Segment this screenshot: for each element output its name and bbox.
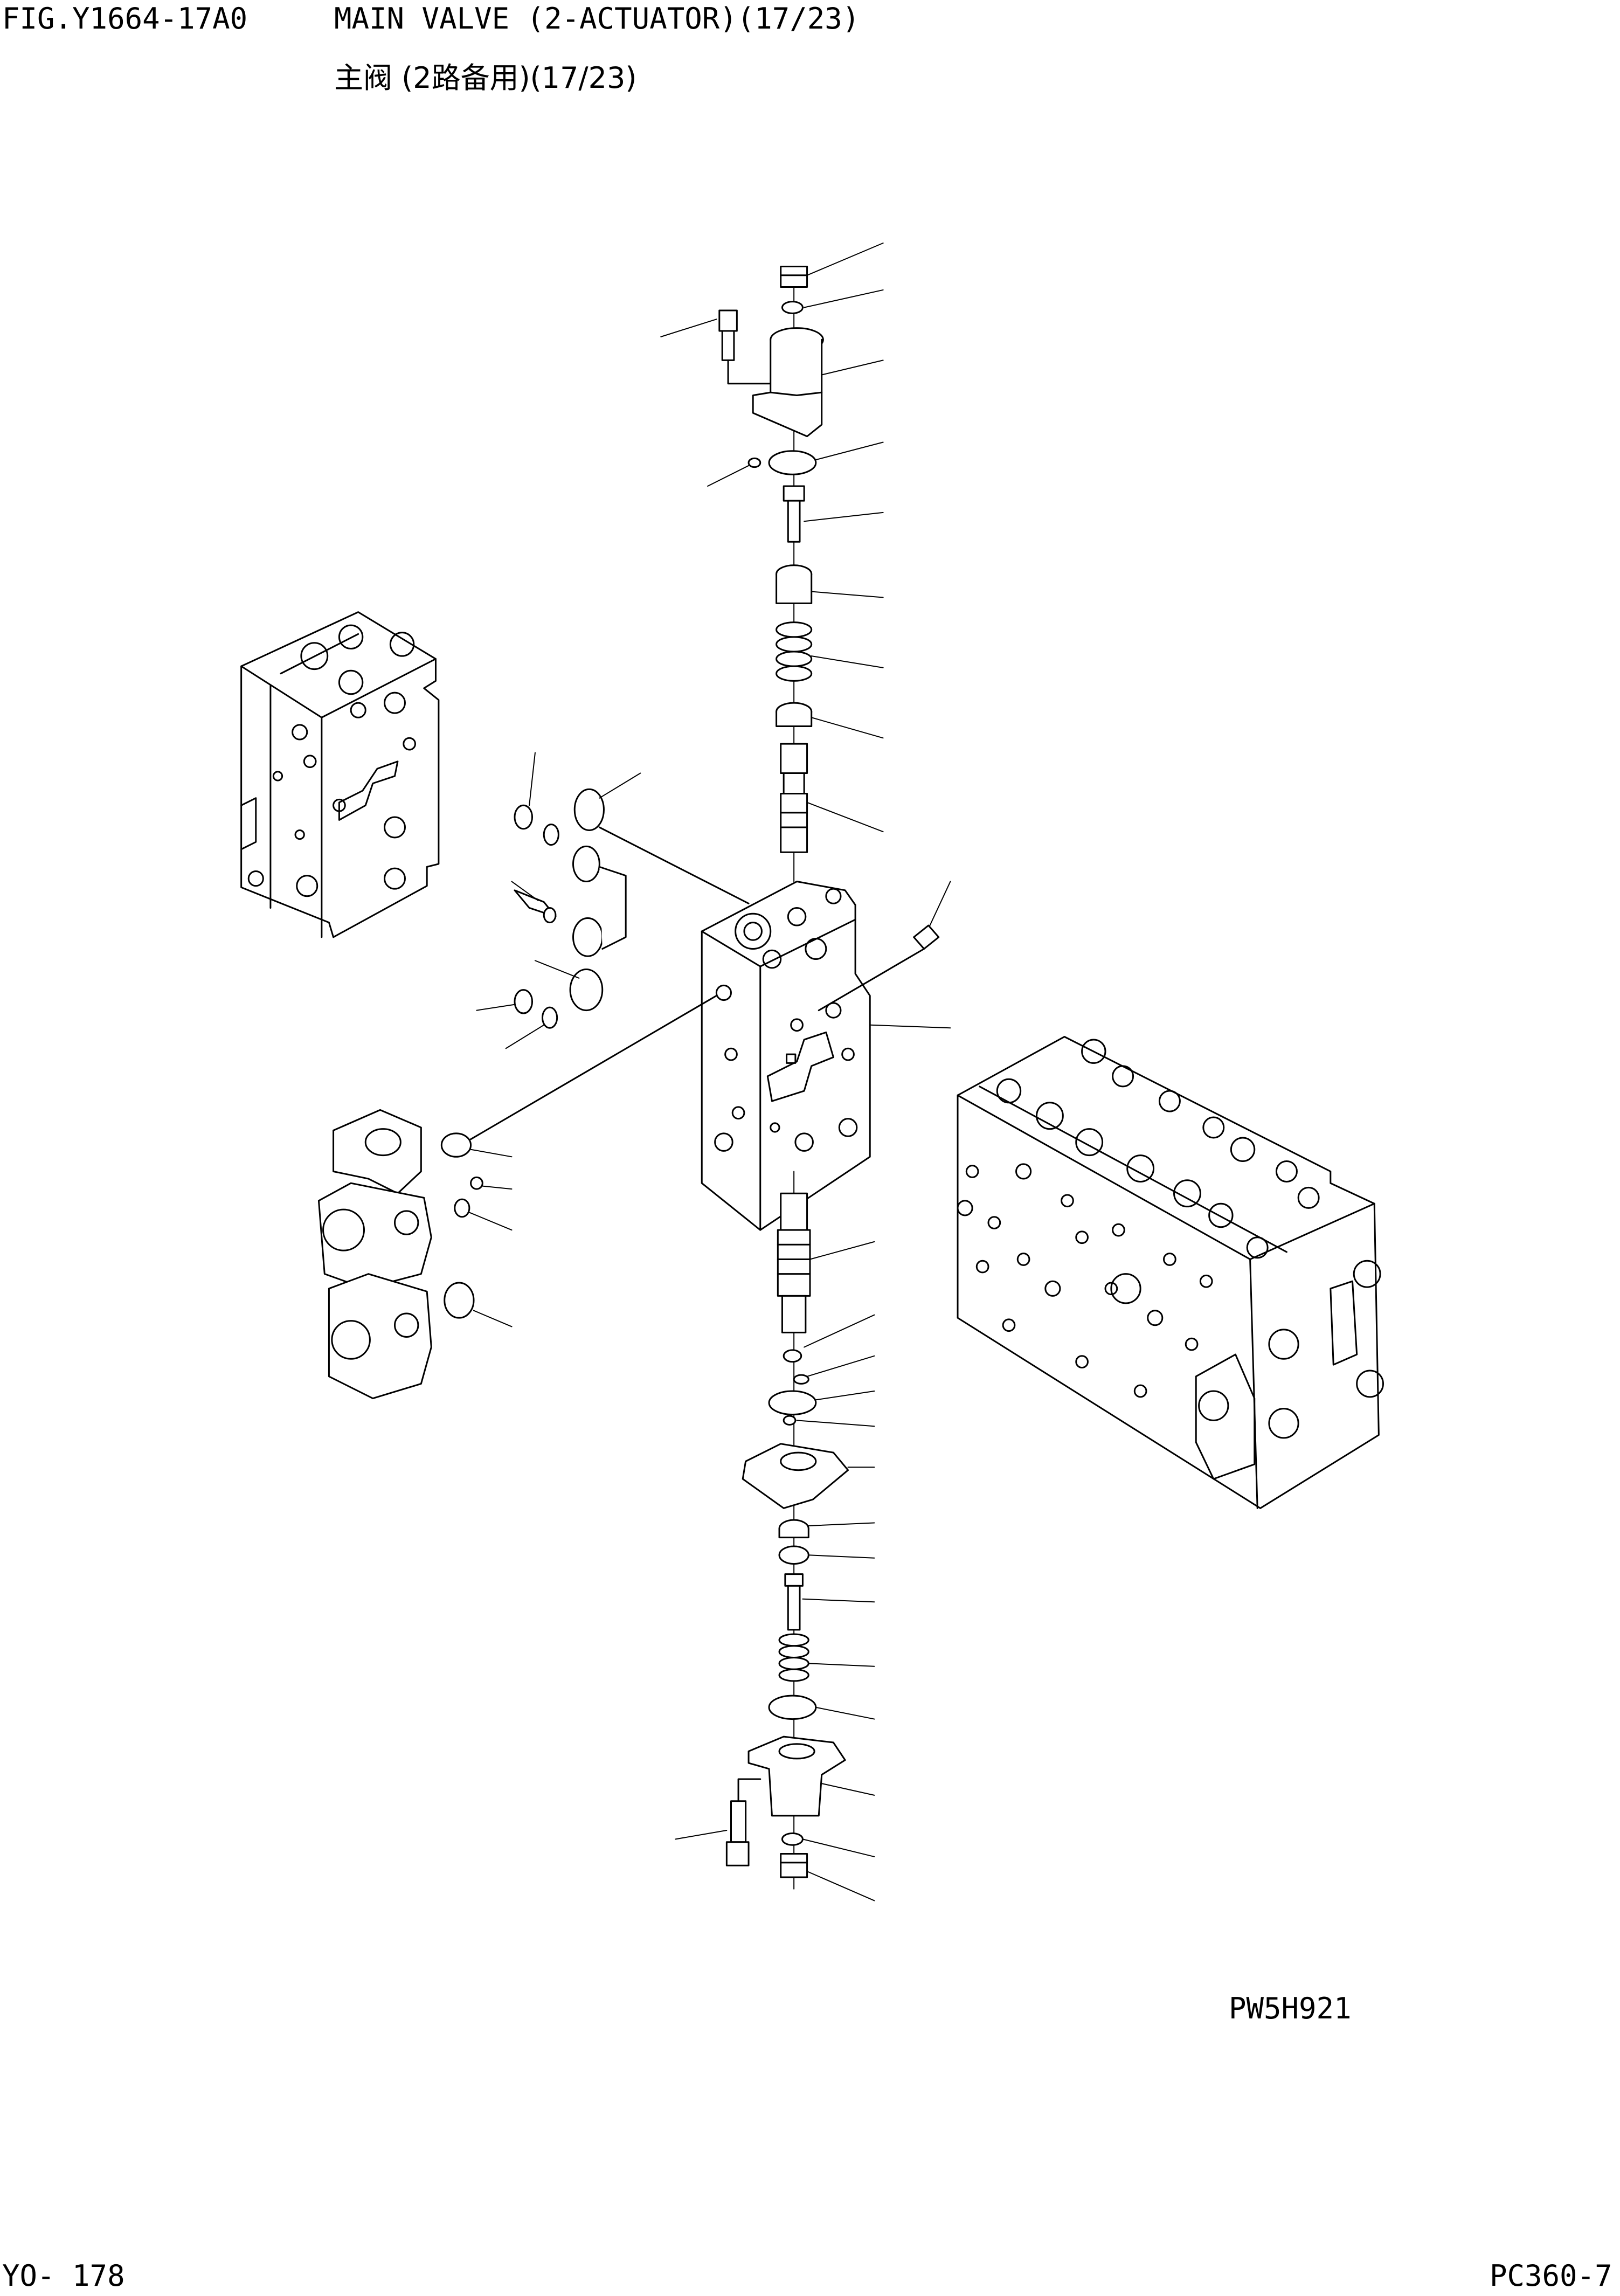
left-middle-o-rings — [441, 995, 716, 1318]
model-code: PC360-7 — [1490, 2259, 1612, 2293]
title-chinese: 主阀 (2路备用)(17/23) — [334, 61, 637, 95]
main-valve-section-body — [702, 882, 870, 1230]
side-plug — [819, 925, 938, 1011]
title-english: MAIN VALVE (2-ACTUATOR)(17/23) — [334, 2, 860, 36]
lower-small-ring-2 — [794, 1375, 808, 1384]
upper-spool-assembly — [781, 744, 807, 852]
page-code: YO- 178 — [2, 2259, 125, 2293]
lower-spool-assembly — [778, 1193, 810, 1332]
lower-cap-plug — [781, 1854, 807, 1877]
reference-valve-block-right — [958, 1037, 1383, 1509]
lower-o-ring — [769, 1696, 816, 1719]
lower-stopper-pin — [785, 1574, 803, 1630]
upper-large-o-ring — [769, 451, 816, 474]
lower-large-o-ring — [769, 1391, 816, 1414]
reference-valve-left-middle — [319, 1110, 431, 1398]
upper-small-o-ring — [782, 302, 802, 314]
drawing-code: PW5H921 — [1229, 1991, 1352, 2025]
upper-tiny-ring — [749, 458, 760, 467]
upper-cap-plug — [781, 266, 807, 287]
upper-cover-case — [753, 328, 823, 437]
leader-lines — [469, 243, 951, 1900]
left-o-rings — [515, 789, 749, 1028]
upper-retainer — [777, 565, 812, 604]
lower-tiny-ring — [784, 1416, 795, 1424]
upper-stopper-pin — [784, 486, 804, 542]
figure-number: FIG.Y1664-17A0 — [2, 2, 248, 36]
lower-cover-case — [749, 1737, 845, 1816]
lower-small-o-ring — [782, 1833, 802, 1845]
reference-valve-block-left — [241, 612, 439, 937]
upper-seat — [777, 703, 812, 726]
lower-small-ring-1 — [784, 1350, 801, 1362]
lower-bolt — [726, 1779, 760, 1865]
upper-spring — [777, 623, 812, 681]
lower-spring — [779, 1634, 808, 1681]
lower-flange — [743, 1444, 848, 1509]
lower-seat — [779, 1546, 808, 1564]
lower-retainer — [779, 1520, 808, 1538]
